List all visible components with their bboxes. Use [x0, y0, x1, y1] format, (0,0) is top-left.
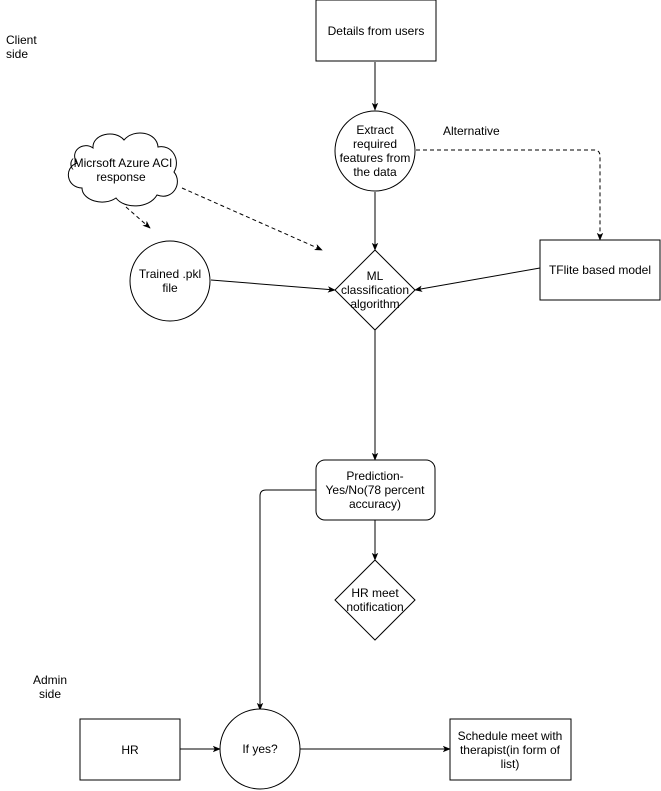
text-line: ML [367, 269, 384, 283]
text-line: HR [121, 743, 139, 757]
text-line: accuracy) [349, 497, 401, 511]
text-line: the data [353, 165, 397, 179]
text-line: Schedule meet with [458, 729, 563, 743]
svg-text:Details from users: Details from users [328, 24, 425, 38]
edge-extract-to-tflite [416, 149, 604, 241]
alternative-label: Alternative [443, 124, 500, 138]
text-line: Prediction- [346, 469, 403, 483]
text-line: TFlite based model [549, 263, 651, 277]
edge-prediction-to-ifyes [256, 489, 316, 711]
edges [125, 62, 604, 753]
text-line: list) [501, 757, 520, 771]
text-line: Admin [33, 673, 67, 687]
edge-tflite-to-ml [414, 267, 541, 292]
edge-azure-to-pkl [125, 206, 151, 229]
node-hr: HR [79, 718, 181, 781]
text-line: HR meet [351, 586, 399, 600]
text-line: required [353, 137, 397, 151]
text-line: Extract [356, 123, 394, 137]
text-line: file [162, 281, 178, 295]
text-line: Details from users [328, 24, 425, 38]
edge-azure-to-ml [181, 187, 323, 251]
text-line: notification [346, 600, 403, 614]
text-line: response [96, 170, 146, 184]
text-line: If yes? [242, 742, 278, 756]
node-if-yes: If yes? [219, 708, 301, 790]
text-line: algorithm [350, 297, 399, 311]
edge-pkl-to-ml [210, 279, 336, 293]
svg-text:HR: HR [121, 743, 139, 757]
text-line: (Micrsoft Azure ACI [70, 156, 173, 170]
node-details-from-users: Details from users [315, 0, 437, 62]
text-line: Trained .pkl [139, 267, 201, 281]
text-line: Client [6, 33, 37, 47]
text-line: Yes/No(78 percent [326, 483, 426, 497]
svg-text:TFlite based model: TFlite based model [549, 263, 651, 277]
text-line: side [39, 687, 61, 701]
svg-text:If yes?: If yes? [242, 742, 278, 756]
text-line: features from [340, 151, 411, 165]
text-line: classification [341, 283, 409, 297]
node-tflite-model: TFlite based model [539, 239, 661, 301]
text-line: side [6, 47, 28, 61]
text-line: therapist(in form of [460, 743, 561, 757]
